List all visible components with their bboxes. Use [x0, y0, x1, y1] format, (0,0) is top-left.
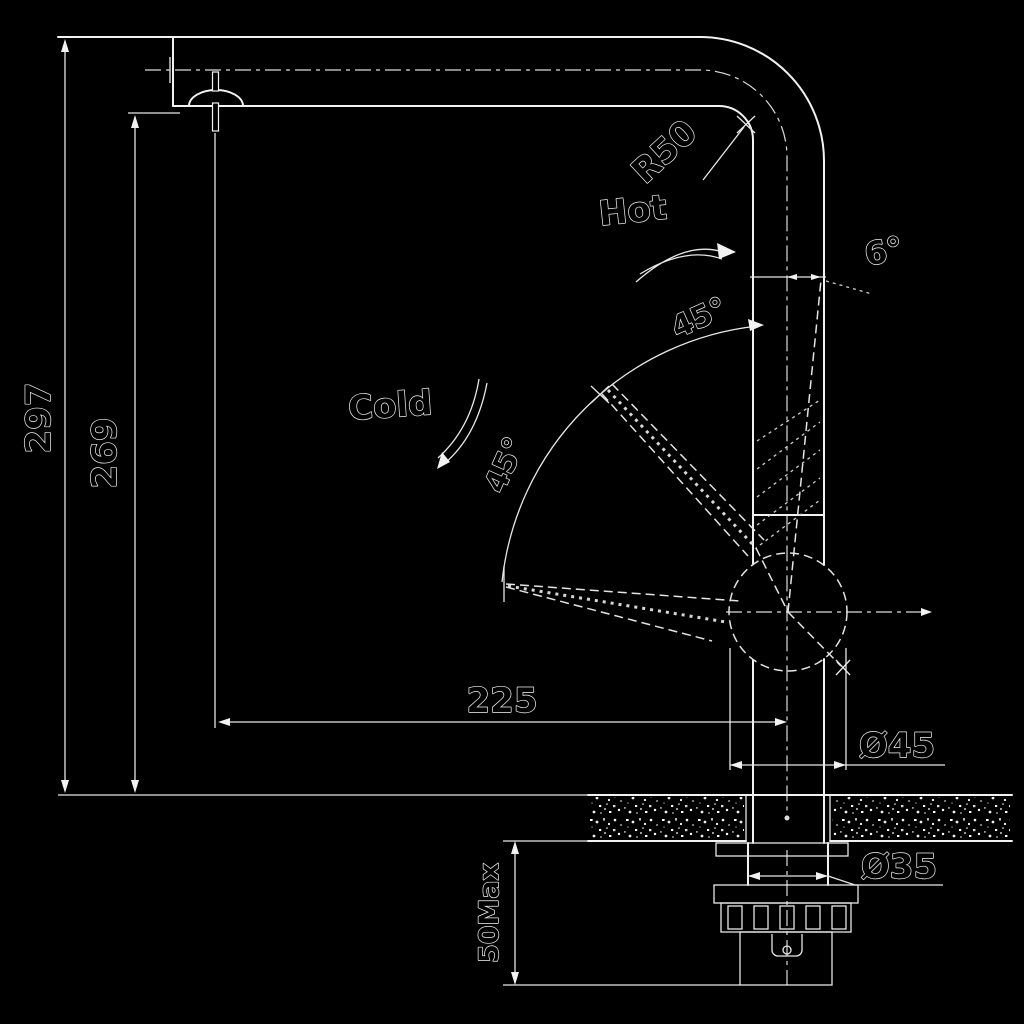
swing-arc-arrowhead: [748, 319, 764, 331]
washer-flange: [715, 842, 849, 857]
ball-radial-line: [787, 611, 842, 667]
dim225-arrow-left: [218, 718, 230, 726]
handle-horizontal-outline: [505, 583, 741, 642]
nut-slot: [779, 905, 795, 930]
hot-arrow-curve: [635, 248, 727, 283]
r50-target-cross: [736, 115, 756, 134]
dia45-label: Ø45: [859, 726, 935, 766]
hot-label: Hot: [597, 188, 669, 235]
dimension-body-diameter: Ø45: [729, 648, 945, 770]
dim50-label: 50Max: [474, 863, 505, 963]
mounting-hole-edges: [745, 795, 831, 841]
dia35-arrow-left: [748, 872, 760, 880]
handle-horizontal-position: [503, 566, 741, 642]
dimension-spout-height: 269: [84, 112, 180, 793]
dim297-label: 297: [19, 383, 59, 454]
hot-arrow-head: [717, 243, 736, 259]
cold-label: Cold: [347, 383, 434, 429]
dim297-arrow-top: [61, 39, 69, 52]
ball-radial-end-cross: [835, 659, 851, 676]
dim225-arrow-right: [775, 718, 787, 726]
cold-annotation: Cold: [346, 378, 488, 469]
countertop-texture-right: [832, 797, 1010, 839]
tilt-label: 6°: [861, 229, 906, 274]
cold-arrow-head: [437, 452, 450, 469]
nut-slot: [831, 905, 847, 930]
dim50-arrow-bottom: [511, 972, 519, 985]
cold-arrow-curve: [437, 378, 488, 465]
dim269-arrow-top: [131, 115, 139, 128]
nut-slot: [753, 905, 769, 930]
dim269-label: 269: [85, 418, 125, 489]
threaded-shank: [747, 842, 829, 886]
dimension-spout-reach: 225: [214, 133, 787, 728]
hose-hook-ball: [782, 945, 792, 955]
swing-arc: [501, 325, 759, 583]
dia35-label: Ø35: [861, 847, 937, 887]
dimension-overall-height: 297: [18, 39, 69, 793]
tilt-angle-dimension: 6°: [750, 228, 907, 295]
tilt-leader: [825, 280, 873, 295]
lower-tube: [739, 931, 833, 986]
dia35-leader-and-underline: [827, 875, 943, 886]
countertop-texture-left: [590, 797, 744, 839]
body-lower-sides: [752, 658, 825, 844]
dim269-arrow-bottom: [131, 780, 139, 793]
dia45-extensions: [729, 648, 847, 770]
countertop: [58, 794, 1013, 842]
handle-raised-45-position: [601, 383, 789, 613]
nut-slot: [727, 905, 743, 930]
dia45-arrow-right: [834, 761, 846, 769]
faucet-outline: [57, 36, 825, 844]
main-centerline: [145, 69, 788, 816]
dim297-arrow-bottom: [61, 780, 69, 793]
dimension-max-deck-thickness: 50Max: [473, 841, 740, 986]
centerlines: [145, 57, 932, 985]
hot-annotation: Hot: [596, 187, 736, 283]
swing-arc-mid-cross: [590, 385, 610, 404]
dia45-arrow-left: [730, 761, 742, 769]
tilt-arrows: [787, 274, 821, 280]
handle-45-outline: [601, 383, 765, 557]
nut-slot: [805, 905, 821, 930]
hose-hook-detail: [771, 934, 803, 957]
ball-joint: [728, 552, 851, 676]
spout-bottom-and-bend-inner: [172, 105, 754, 565]
aerator-axis-mark-upper: [211, 71, 220, 92]
spout-top-and-bend-outer: [57, 36, 825, 566]
dim225-label: 225: [467, 681, 538, 721]
mounting-hardware: [713, 842, 859, 986]
handle-horizontal-hatch: [507, 584, 727, 624]
dia35-arrow-right: [816, 872, 828, 880]
aerator-axis-mark-lower: [211, 102, 220, 132]
ball-centerline-end-tick: [921, 608, 932, 616]
centerline-end-dot: [784, 815, 790, 821]
dimension-hole-diameter: Ø35: [748, 846, 943, 888]
r50-leader: [702, 126, 745, 181]
ball-circle: [728, 552, 848, 672]
handle-45-axis: [755, 547, 789, 613]
dim50-arrow-top: [511, 841, 519, 854]
